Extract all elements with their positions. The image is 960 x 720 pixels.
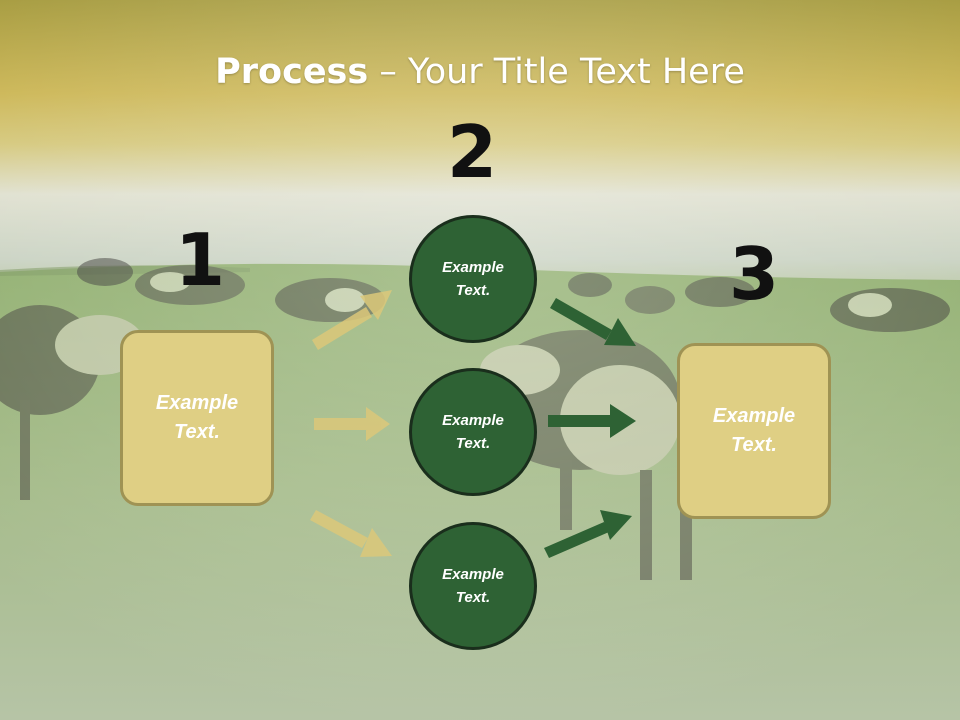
arrow-middle-to-right — [548, 404, 636, 438]
circle-middle: Example Text. — [409, 368, 537, 496]
step-number-3: 3 — [728, 232, 780, 316]
slide-title: Process – Your Title Text Here — [0, 52, 960, 92]
arrow-left-to-bottom — [310, 510, 392, 557]
circle-top: Example Text. — [409, 215, 537, 343]
left-box: Example Text. — [120, 330, 274, 506]
arrow-bottom-to-right — [544, 510, 632, 558]
arrow-left-to-middle — [314, 407, 390, 441]
arrow-top-to-right — [550, 298, 636, 346]
circle-middle-text: Example Text. — [442, 412, 504, 452]
left-box-text: Example Text. — [155, 392, 239, 443]
right-box: Example Text. — [677, 343, 831, 519]
circle-bottom-text: Example Text. — [442, 566, 504, 606]
circle-top-text: Example Text. — [442, 259, 504, 299]
title-bold: Process — [215, 52, 369, 92]
step-number-1: 1 — [174, 218, 226, 302]
arrow-left-to-top — [312, 290, 392, 350]
step-number-2: 2 — [446, 110, 498, 194]
title-rest: – Your Title Text Here — [368, 52, 745, 92]
right-box-text: Example Text. — [712, 405, 796, 456]
circle-bottom: Example Text. — [409, 522, 537, 650]
